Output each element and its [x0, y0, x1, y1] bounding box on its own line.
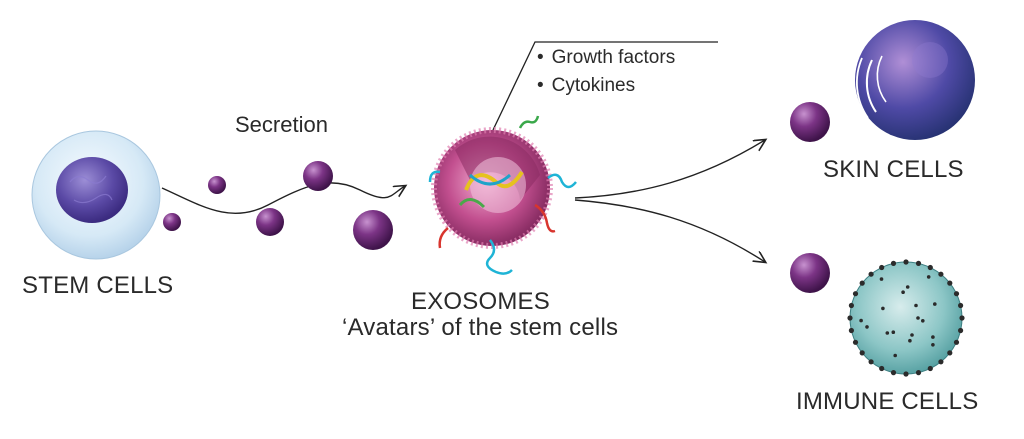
immune-cell-receptor [848, 302, 855, 309]
immune-cell-receptor [879, 264, 885, 271]
immune-cell-receptor [885, 331, 890, 335]
immune-cell-receptor [915, 260, 922, 266]
immune-cell-receptor [947, 350, 953, 356]
immune-cell-receptor [852, 291, 859, 297]
immune-cell-receptor [926, 275, 931, 279]
immune-cell-receptor [868, 271, 874, 277]
arrow-to-skin [574, 140, 765, 199]
immune-cell-receptor [890, 370, 897, 376]
immune-cell-receptor [916, 316, 920, 320]
immune-cell-receptor [931, 335, 935, 339]
list-item: Growth factors [537, 44, 676, 72]
immune-cell-receptor [881, 306, 885, 311]
skin-cells-label: SKIN CELLS [823, 156, 964, 183]
immune-cell-receptor [848, 327, 855, 334]
vesicle-skin [790, 102, 830, 142]
immune-cell-receptor [859, 280, 865, 286]
secretion-label: Secretion [235, 112, 328, 137]
stem-cell-icon [31, 130, 161, 260]
immune-cell-receptor [891, 330, 896, 335]
immune-cell-receptor [905, 285, 910, 289]
immune-cell-receptor [893, 353, 897, 358]
immune-cell-receptor [910, 333, 914, 337]
immune-cell-receptor [947, 280, 953, 286]
immune-cell-receptor [959, 315, 965, 321]
exosome-icon [428, 115, 577, 275]
exosomes-label: EXOSOMES [411, 288, 550, 315]
immune-cell-receptor [868, 359, 874, 365]
immune-cell-receptor [859, 350, 865, 356]
immune-cell-receptor [915, 370, 922, 376]
immune-cell-receptor [927, 365, 933, 372]
list-item: Cytokines [537, 72, 675, 100]
immune-cell-receptor [958, 327, 964, 334]
immune-cell-receptor [879, 365, 885, 372]
immune-cell-receptor [938, 359, 944, 365]
immune-cell-receptor [921, 319, 925, 323]
immune-cell-receptor [859, 318, 863, 323]
immune-cell-receptor [933, 302, 937, 306]
immune-cell-receptor [953, 339, 960, 345]
arrow-to-immune [574, 199, 765, 262]
immune-cell-receptor [903, 371, 909, 377]
immune-cell-receptor [958, 302, 964, 309]
skin-cell-icon [855, 20, 975, 140]
immune-cell-receptor [953, 291, 960, 297]
exosome-contents-list: Growth factors Cytokines [537, 44, 676, 100]
immune-cell-receptor [914, 303, 918, 308]
immune-cell-receptor [865, 325, 869, 329]
exosomes-subtitle: ‘Avatars’ of the stem cells [342, 314, 619, 341]
immune-cell-receptor [901, 290, 905, 295]
immune-cell-receptor [847, 315, 853, 321]
immune-cell-receptor [890, 260, 897, 266]
immune-cell-receptor [931, 343, 935, 347]
immune-cell-receptor [938, 271, 944, 277]
immune-cell-receptor [908, 338, 912, 343]
immune-cell-icon [847, 259, 965, 377]
immune-cells-label: IMMUNE CELLS [796, 388, 979, 415]
secretion-arrow [161, 182, 405, 215]
secreted-vesicles [163, 161, 393, 250]
stem-cells-label: STEM CELLS [22, 272, 174, 299]
immune-cell-receptor [852, 339, 859, 345]
immune-cell-receptor [927, 264, 933, 271]
callout-line [492, 41, 718, 131]
immune-cell-receptor [879, 277, 884, 281]
immune-cell-receptor [903, 259, 909, 265]
vesicle-immune [790, 253, 830, 293]
